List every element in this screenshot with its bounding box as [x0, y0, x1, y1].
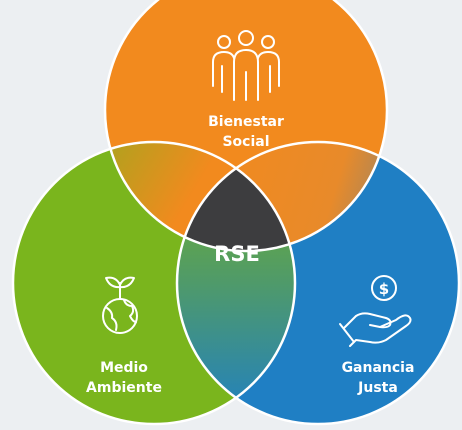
label-environment-line2: Ambiente — [86, 380, 162, 396]
people-group-icon — [212, 30, 280, 101]
center-label: RSE — [214, 242, 260, 266]
svg-text:$: $ — [379, 280, 389, 298]
label-social-line1: Bienestar — [208, 114, 284, 130]
label-profit-line2: Justa — [357, 380, 398, 396]
circle-border-profit — [175, 140, 461, 426]
circle-border-social — [103, 0, 389, 253]
plant-globe-icon — [102, 276, 138, 334]
center-region — [177, 142, 295, 251]
hand-coin-icon: $ — [339, 275, 412, 347]
label-profit-line1: Ganancia — [342, 360, 415, 376]
label-social-line2: Social — [222, 134, 269, 150]
circle-border-environment — [11, 140, 297, 426]
label-environment-line1: Medio — [100, 360, 148, 376]
